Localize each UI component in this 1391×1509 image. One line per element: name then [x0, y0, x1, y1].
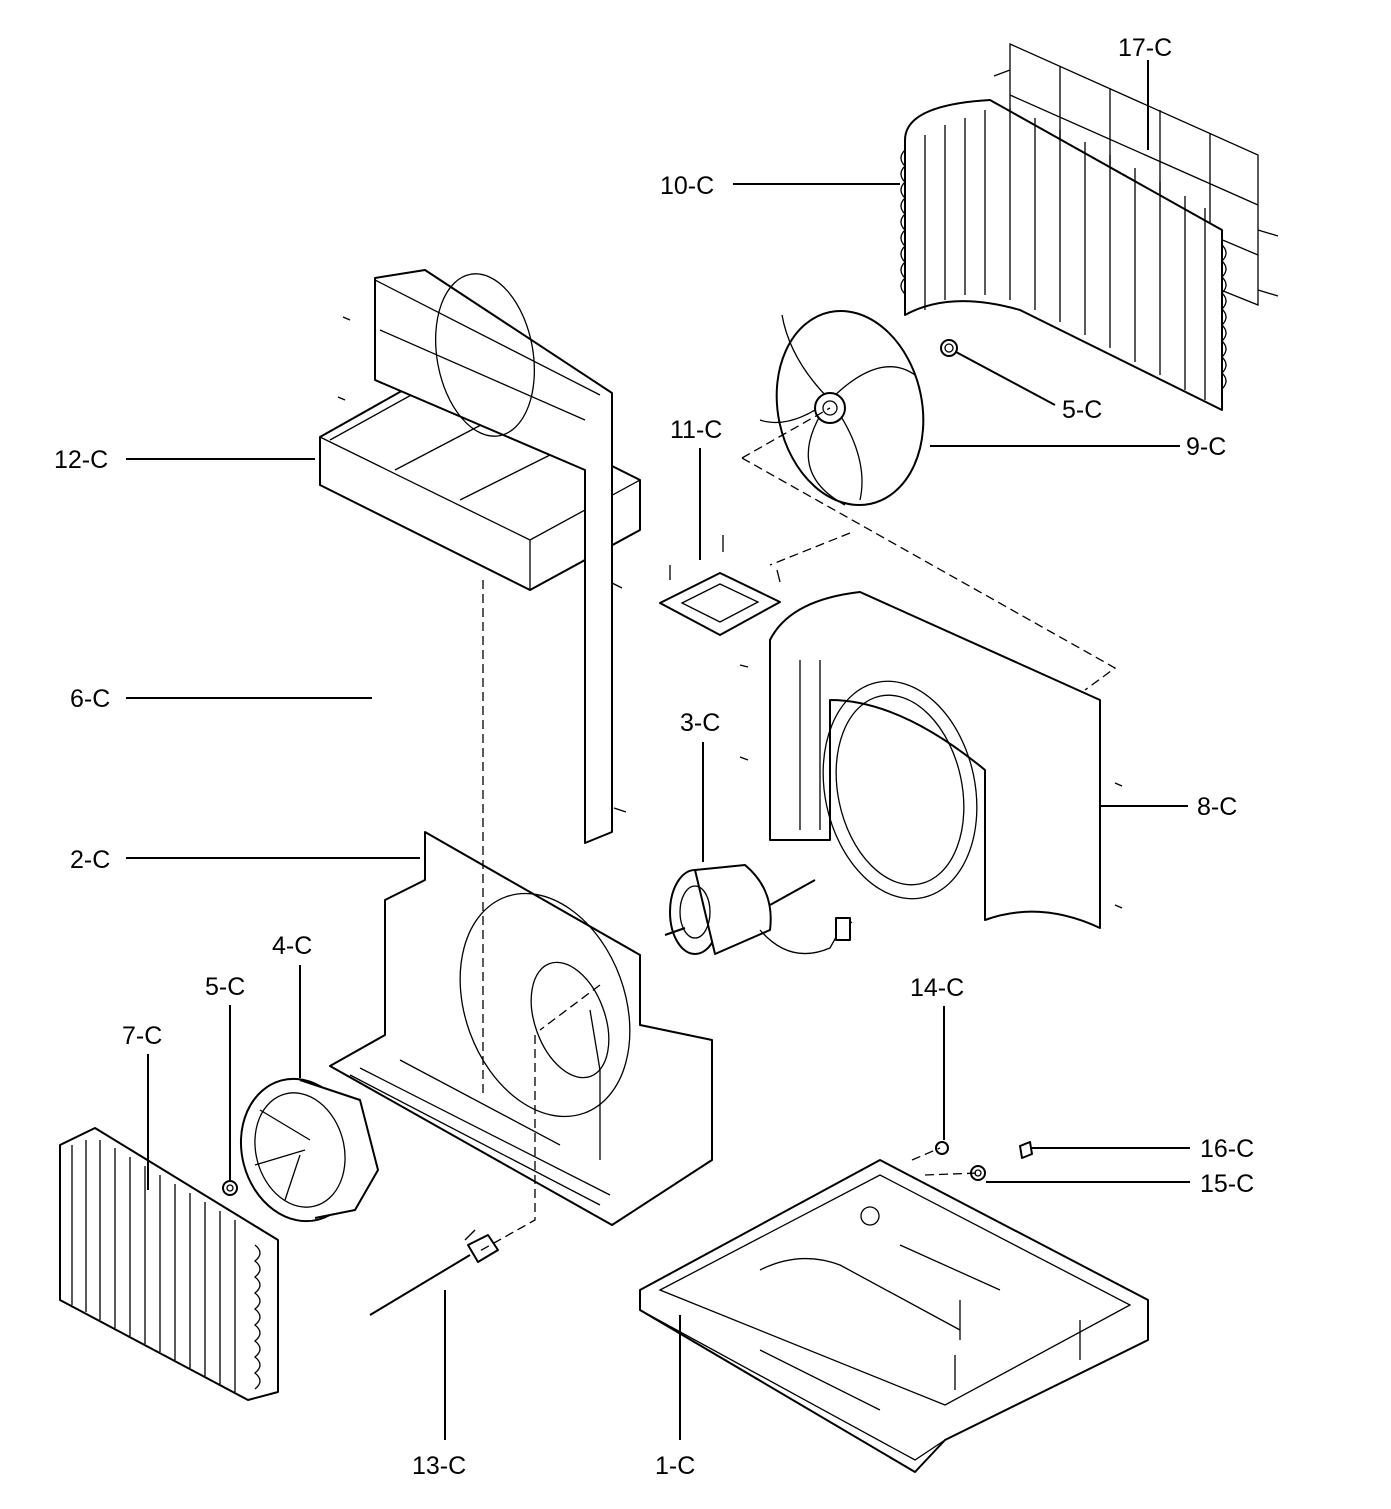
- label-2-c: 2-C: [70, 846, 110, 874]
- part-9-condenser-fan: [759, 309, 925, 507]
- label-3-c: 3-C: [680, 709, 720, 737]
- label-4-c: 4-C: [272, 932, 312, 960]
- label-5-c-lower: 5-C: [205, 973, 245, 1001]
- part-10-condenser-coil: [900, 99, 1227, 411]
- part-4-blower-wheel: [239, 1077, 379, 1223]
- label-13-c: 13-C: [412, 1452, 466, 1480]
- part-14-grommet: [935, 1141, 949, 1155]
- part-7-evaporator-coil: [59, 1127, 279, 1401]
- label-14-c: 14-C: [910, 974, 964, 1002]
- part-5-clip-upper: [940, 339, 958, 357]
- label-8-c: 8-C: [1197, 793, 1237, 821]
- part-5-clip-lower: [222, 1180, 238, 1196]
- label-16-c: 16-C: [1200, 1135, 1254, 1163]
- part-13-sensor: [369, 1229, 499, 1316]
- label-15-c: 15-C: [1200, 1170, 1254, 1198]
- part-6-partition: [342, 269, 627, 844]
- leader-lines: [126, 60, 1190, 1440]
- label-6-c: 6-C: [70, 685, 110, 713]
- part-3-fan-motor: [664, 864, 853, 955]
- part-8-shroud: [739, 591, 1123, 929]
- label-12-c: 12-C: [54, 446, 108, 474]
- label-17-c: 17-C: [1118, 34, 1172, 62]
- part-1-base: [639, 1159, 1149, 1473]
- part-2-base-pan: [329, 831, 713, 1226]
- assembly-lines: [477, 407, 1117, 1253]
- part-16-screw: [1019, 1141, 1033, 1159]
- label-11-c: 11-C: [670, 416, 722, 444]
- label-7-c: 7-C: [122, 1022, 162, 1050]
- label-9-c: 9-C: [1186, 433, 1226, 461]
- part-11-bracket: [659, 535, 781, 636]
- label-10-c: 10-C: [660, 172, 714, 200]
- label-1-c: 1-C: [655, 1452, 695, 1480]
- label-5-c-upper: 5-C: [1062, 396, 1102, 424]
- part-labels: 17-C 10-C 5-C 9-C 12-C 11-C 6-C 3-C 8-C …: [54, 34, 1254, 1480]
